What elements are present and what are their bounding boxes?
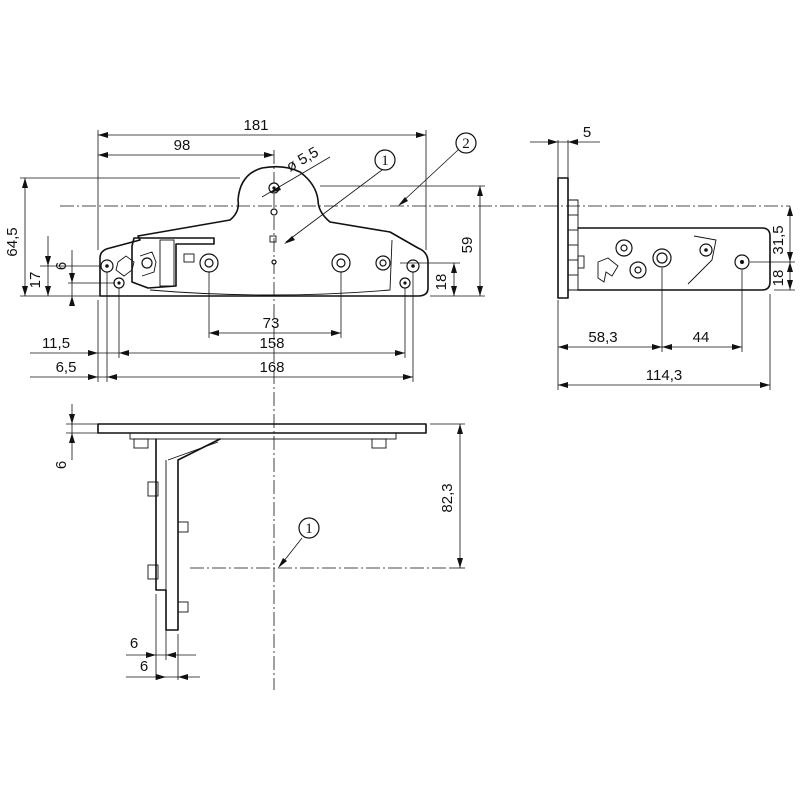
dim-31-5: 31,5 <box>770 225 787 254</box>
dim-82-3: 82,3 <box>439 483 456 512</box>
callout-1-front-label: 1 <box>305 521 313 537</box>
callout-1-front <box>298 517 320 539</box>
front-bolt-4 <box>177 601 189 613</box>
callout-1-top <box>374 149 396 171</box>
dim-6-left: 6 <box>53 262 70 270</box>
dim-11-5: 11,5 <box>42 335 70 352</box>
dim-73: 73 <box>263 315 280 332</box>
marker-square <box>269 235 277 243</box>
dim-64-5: 64,5 <box>4 227 21 256</box>
top-view: 181 98 ø 5,5 64,5 17 6 59 <box>4 117 790 690</box>
base-plate-outline <box>99 165 429 297</box>
front-view: 6 82,3 6 6 1 <box>53 404 465 680</box>
dim-158: 158 <box>259 335 284 352</box>
callout-1-top-label: 1 <box>381 153 389 169</box>
dim-44: 44 <box>693 329 710 346</box>
dim-58-3: 58,3 <box>588 329 617 346</box>
latch-block <box>159 239 175 287</box>
dim-6-flange-a: 6 <box>130 635 138 652</box>
dim-17: 17 <box>27 272 44 289</box>
front-stud-left <box>133 438 149 449</box>
dim-hole-diameter: ø 5,5 <box>284 144 322 176</box>
dim-6-front: 6 <box>53 461 70 469</box>
dim-168: 168 <box>259 359 284 376</box>
side-arm-detail <box>687 235 717 285</box>
front-stud-right <box>371 438 387 449</box>
front-bolt-2 <box>147 564 159 580</box>
latch-tab <box>183 253 195 263</box>
inner-edge <box>149 239 393 296</box>
side-stud <box>577 255 585 269</box>
latch-spring <box>139 251 157 277</box>
dim-5: 5 <box>583 124 591 141</box>
latch-pin <box>141 257 153 269</box>
latch-notch <box>115 255 135 277</box>
side-vertical-plate <box>557 177 569 299</box>
dim-181: 181 <box>243 117 268 134</box>
dim-6-flange-b: 6 <box>140 658 148 675</box>
front-horizontal-plate <box>97 423 427 434</box>
callout-2 <box>455 132 477 154</box>
front-bolt-3 <box>177 521 189 533</box>
front-bolt-1 <box>147 481 159 497</box>
dim-98: 98 <box>174 137 191 154</box>
front-gusset <box>167 441 219 461</box>
marker-dot <box>271 259 277 265</box>
side-view: 5 31,5 18 58,3 44 114,3 <box>530 124 795 390</box>
side-arm-outline <box>577 227 771 291</box>
dim-59: 59 <box>459 237 476 254</box>
dim-114-3: 114,3 <box>646 367 682 384</box>
side-clip <box>597 257 619 283</box>
dim-6-5: 6,5 <box>56 359 77 376</box>
pivot-hole-small <box>270 208 278 216</box>
inner-frame <box>131 237 215 289</box>
front-plate-underside <box>129 432 397 440</box>
dim-18-top: 18 <box>433 274 450 291</box>
callout-2-label: 2 <box>462 136 470 152</box>
dim-18-side: 18 <box>770 270 787 287</box>
